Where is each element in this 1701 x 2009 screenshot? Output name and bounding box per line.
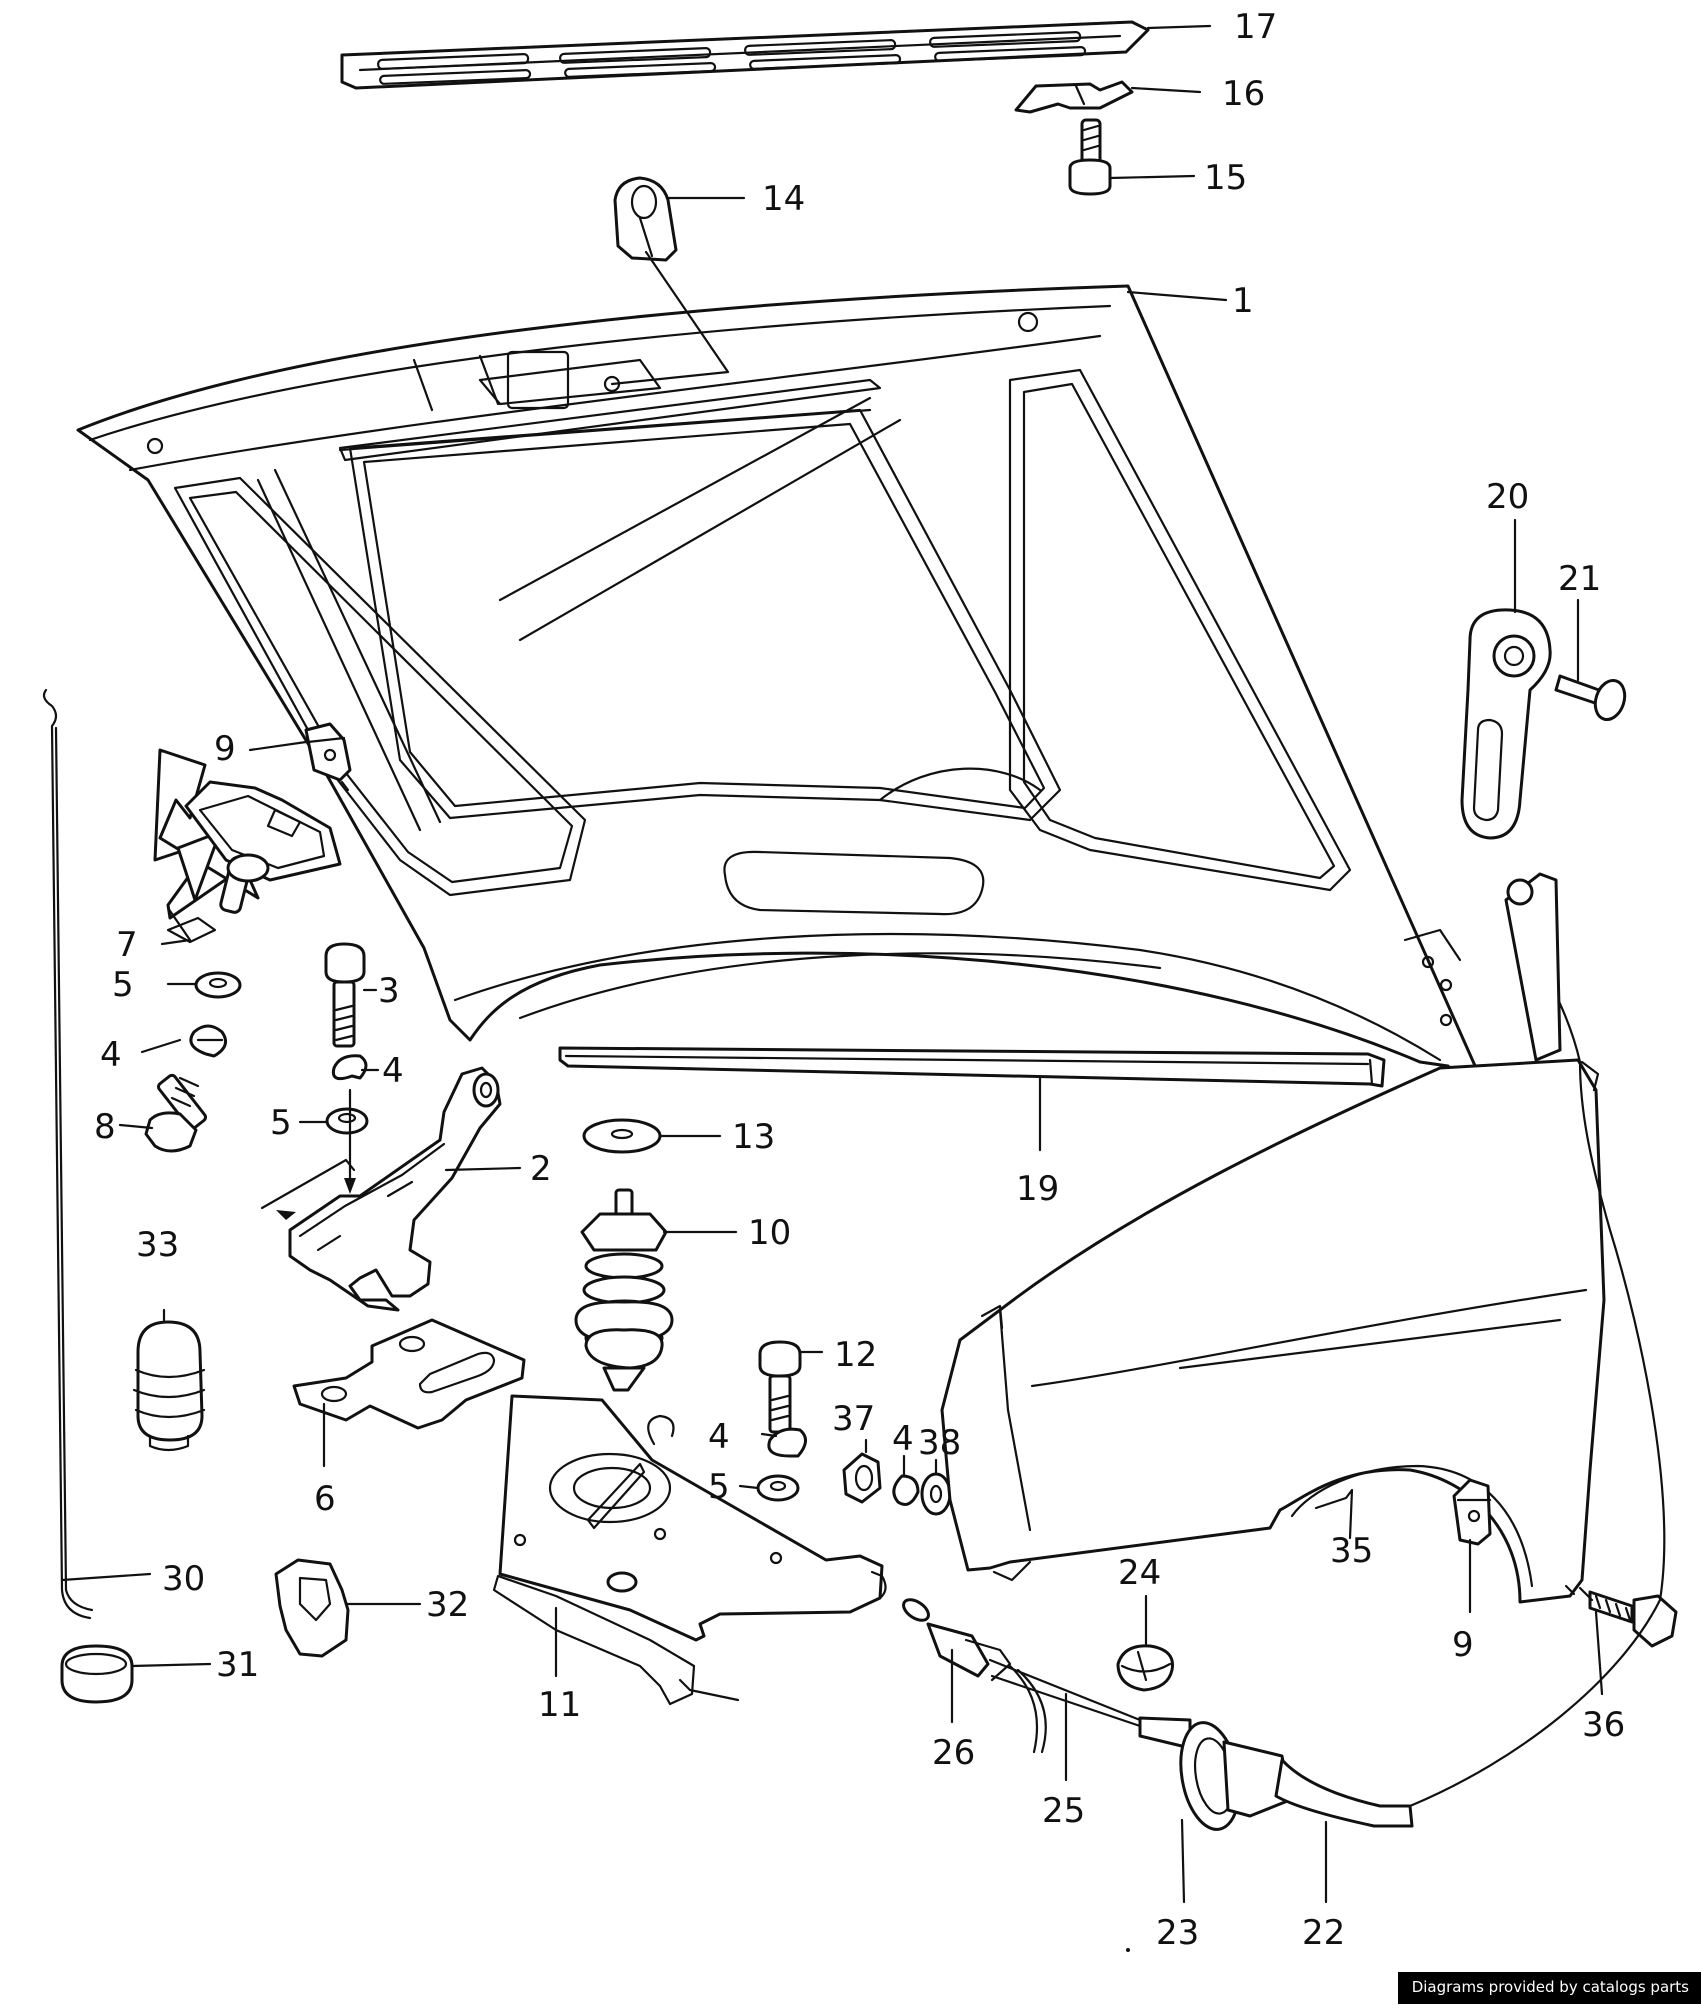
part-5-washer-left bbox=[194, 971, 242, 999]
callout-12: 12 bbox=[834, 1335, 877, 1375]
part-38-washer bbox=[920, 1472, 952, 1516]
callout-2: 2 bbox=[530, 1149, 552, 1189]
part-9-clip-upper bbox=[304, 722, 352, 792]
part-14-buffer bbox=[613, 176, 678, 262]
callout-33: 33 bbox=[136, 1225, 179, 1265]
part-19-seal-strip bbox=[558, 1046, 1386, 1088]
callout-5-center: 5 bbox=[270, 1103, 292, 1143]
part-3-bolt bbox=[324, 942, 366, 1048]
part-4-lockwasher-center bbox=[331, 1054, 368, 1081]
callout-25: 25 bbox=[1042, 1791, 1085, 1831]
callout-32: 32 bbox=[426, 1585, 469, 1625]
leader-lines bbox=[60, 24, 1604, 1904]
part-10-bump-stop bbox=[574, 1188, 674, 1392]
part-32-clip bbox=[274, 1558, 350, 1658]
part-30-rod bbox=[42, 688, 94, 1620]
callout-6: 6 bbox=[314, 1479, 336, 1519]
part-15-bolt bbox=[1068, 118, 1112, 196]
part-35-fender bbox=[940, 1058, 1606, 1604]
callout-5-right: 5 bbox=[708, 1467, 730, 1507]
part-5-washer-center bbox=[325, 1107, 369, 1135]
part-36-screw bbox=[1578, 1586, 1678, 1648]
part-16-bracket bbox=[1014, 80, 1134, 114]
part-26-cable-end bbox=[902, 1598, 1012, 1682]
part-4-lockwasher-nut bbox=[892, 1474, 920, 1506]
callout-37: 37 bbox=[832, 1399, 875, 1439]
callout-24: 24 bbox=[1118, 1553, 1161, 1593]
callout-14: 14 bbox=[762, 179, 805, 219]
part-31-plug bbox=[60, 1644, 134, 1704]
callout-3: 3 bbox=[378, 971, 400, 1011]
part-13-washer bbox=[582, 1118, 662, 1154]
callout-15: 15 bbox=[1204, 158, 1247, 198]
callout-23: 23 bbox=[1156, 1913, 1199, 1953]
callout-4-right: 4 bbox=[708, 1417, 730, 1457]
part-7-hood-latch bbox=[153, 748, 342, 944]
callout-8: 8 bbox=[94, 1107, 116, 1147]
credit-badge: Diagrams provided by catalogs parts bbox=[1397, 1972, 1701, 2004]
callout-10: 10 bbox=[748, 1213, 791, 1253]
part-37-nut bbox=[842, 1452, 882, 1504]
part-24-cable-clip bbox=[1116, 1644, 1175, 1692]
callout-21: 21 bbox=[1558, 559, 1601, 599]
part-23-grommet bbox=[1138, 1716, 1292, 1831]
part-4-lockwasher-left bbox=[189, 1024, 228, 1058]
part-20-hinge-arm bbox=[1460, 608, 1552, 840]
callout-4-left: 4 bbox=[100, 1035, 122, 1075]
part-9-clip-lower bbox=[1452, 1478, 1492, 1546]
part-11-lock-plate bbox=[492, 1394, 887, 1706]
callout-22: 22 bbox=[1302, 1913, 1345, 1953]
part-21-pin bbox=[1554, 674, 1627, 722]
part-6-plate bbox=[292, 1318, 526, 1430]
part-8-bolt-left bbox=[144, 1073, 208, 1153]
callout-9-upper: 9 bbox=[214, 729, 236, 769]
part-22-cable-sheath bbox=[1274, 872, 1666, 1828]
callout-1: 1 bbox=[1232, 281, 1254, 321]
callout-20: 20 bbox=[1486, 477, 1529, 517]
part-2-hinge bbox=[260, 1066, 502, 1312]
callout-30: 30 bbox=[162, 1559, 205, 1599]
callout-5-left: 5 bbox=[112, 965, 134, 1005]
callout-4-center: 4 bbox=[382, 1051, 404, 1091]
callout-26: 26 bbox=[932, 1733, 975, 1773]
callout-19: 19 bbox=[1016, 1169, 1059, 1209]
part-17-vent-strip bbox=[340, 20, 1150, 90]
callout-labels: 17 16 15 14 1 20 21 9 7 5 4 8 3 4 5 2 13… bbox=[94, 7, 1625, 1953]
part-4-lockwasher-right bbox=[767, 1427, 807, 1458]
callout-9-lower: 9 bbox=[1452, 1625, 1474, 1665]
part-5-washer-right bbox=[756, 1474, 800, 1502]
callout-13: 13 bbox=[732, 1117, 775, 1157]
stray-dot bbox=[1126, 1948, 1130, 1952]
callout-4-nut: 4 bbox=[892, 1419, 914, 1459]
part-33-grommet bbox=[132, 1320, 206, 1452]
callout-38: 38 bbox=[918, 1423, 961, 1463]
callout-17: 17 bbox=[1234, 7, 1277, 47]
callout-16: 16 bbox=[1222, 74, 1265, 114]
callout-11: 11 bbox=[538, 1685, 581, 1725]
callout-7: 7 bbox=[116, 925, 138, 965]
callout-31: 31 bbox=[216, 1645, 259, 1685]
part-12-bolt bbox=[758, 1340, 802, 1434]
callout-36: 36 bbox=[1582, 1705, 1625, 1745]
callout-35: 35 bbox=[1330, 1531, 1373, 1571]
part-1-hood bbox=[76, 284, 1478, 1082]
